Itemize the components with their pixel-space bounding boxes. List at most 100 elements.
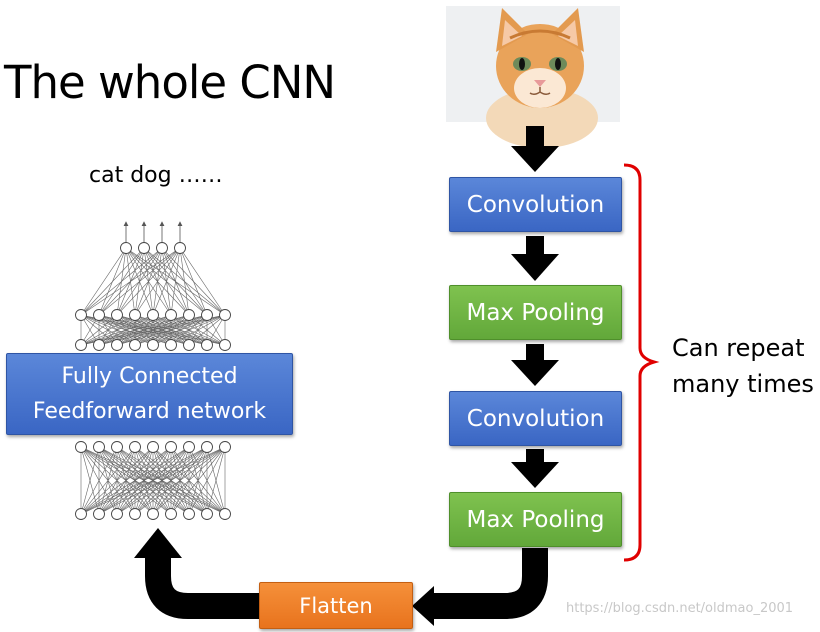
repeat-note-line1: Can repeat <box>672 334 805 362</box>
neuron <box>111 441 123 453</box>
pool-to-flatten-arrow <box>428 548 548 619</box>
network-connection <box>80 247 163 316</box>
network-connection <box>80 446 136 515</box>
network-connection <box>170 247 181 316</box>
network-connection <box>80 446 172 515</box>
network-connection <box>116 247 181 316</box>
neuron <box>75 441 87 453</box>
neuron <box>219 339 231 351</box>
neuron <box>147 309 159 321</box>
neuron <box>129 508 141 520</box>
network-connection <box>188 314 226 346</box>
fully-connected-line1: Fully Connected <box>61 364 238 389</box>
network-connection <box>80 314 136 346</box>
fully-connected-line2: Feedforward network <box>32 399 267 424</box>
network-connection <box>170 446 226 515</box>
network-connection <box>206 446 226 515</box>
network-connection <box>80 446 154 515</box>
neuron <box>129 339 141 351</box>
neuron <box>183 309 195 321</box>
network-connection <box>179 247 208 316</box>
cat-photo <box>446 6 620 148</box>
network-connection <box>80 247 127 316</box>
flatten-to-network-arrowhead <box>134 528 182 558</box>
neuron <box>183 441 195 453</box>
network-connection <box>98 247 181 316</box>
neuron <box>165 441 177 453</box>
network-connection <box>179 247 226 316</box>
network-connection <box>80 314 226 346</box>
neuron <box>147 441 159 453</box>
network-connection <box>80 446 100 515</box>
down-arrow <box>511 344 559 386</box>
convolution-box-2: Convolution <box>449 391 622 446</box>
neuron <box>219 441 231 453</box>
network-connection <box>134 446 226 515</box>
pool-to-flatten-arrowhead <box>412 586 434 626</box>
fully-connected-box: Fully Connected Feedforward network <box>6 353 293 435</box>
neuron <box>183 508 195 520</box>
neuron <box>165 309 177 321</box>
network-connection <box>152 314 226 346</box>
neuron <box>93 508 105 520</box>
output-classes-label: cat dog …… <box>89 163 223 188</box>
neuron <box>147 508 159 520</box>
network-connection <box>188 446 226 515</box>
network-connection <box>170 314 226 346</box>
neuron <box>93 441 105 453</box>
max-pooling-box-2: Max Pooling <box>449 492 622 547</box>
neuron <box>75 309 87 321</box>
neuron <box>174 242 186 254</box>
neuron <box>138 242 150 254</box>
network-connection <box>80 247 145 316</box>
down-arrow <box>511 126 559 172</box>
network-connection <box>80 446 190 515</box>
neuron <box>201 339 213 351</box>
neuron <box>120 242 132 254</box>
page-title: The whole CNN <box>4 56 336 109</box>
network-connection <box>80 314 154 346</box>
network-connection <box>80 446 118 515</box>
neuron <box>165 508 177 520</box>
down-arrow <box>511 449 559 488</box>
network-connection <box>116 446 226 515</box>
neuron <box>147 339 159 351</box>
network-connection <box>134 247 181 316</box>
neuron <box>111 508 123 520</box>
neuron <box>129 309 141 321</box>
neuron <box>165 339 177 351</box>
neuron <box>111 309 123 321</box>
neuron <box>93 339 105 351</box>
network-connection <box>179 247 190 316</box>
network-connection <box>80 247 181 316</box>
down-arrow <box>511 236 559 281</box>
flatten-to-network-arrow <box>145 555 259 619</box>
neuron <box>219 309 231 321</box>
repeat-bracket <box>623 163 660 562</box>
neuron <box>183 339 195 351</box>
max-pooling-box-1: Max Pooling <box>449 285 622 340</box>
network-connection <box>80 314 118 346</box>
neuron <box>93 309 105 321</box>
neuron <box>111 339 123 351</box>
network-connection <box>98 446 226 515</box>
repeat-note-line2: many times <box>672 370 814 398</box>
network-connection <box>152 247 181 316</box>
network-connection <box>80 446 208 515</box>
network-connection <box>80 446 226 515</box>
neuron <box>129 441 141 453</box>
network-connection <box>152 446 226 515</box>
watermark: https://blog.csdn.net/oldmao_2001 <box>566 601 794 616</box>
neuron <box>75 508 87 520</box>
flatten-box: Flatten <box>259 582 413 629</box>
neuron <box>201 441 213 453</box>
neuron <box>156 242 168 254</box>
repeat-note: Can repeat many times <box>672 330 814 402</box>
neuron <box>201 508 213 520</box>
neural-network <box>75 221 231 520</box>
neuron <box>219 508 231 520</box>
neuron <box>201 309 213 321</box>
neuron <box>75 339 87 351</box>
convolution-box-1: Convolution <box>449 177 622 232</box>
